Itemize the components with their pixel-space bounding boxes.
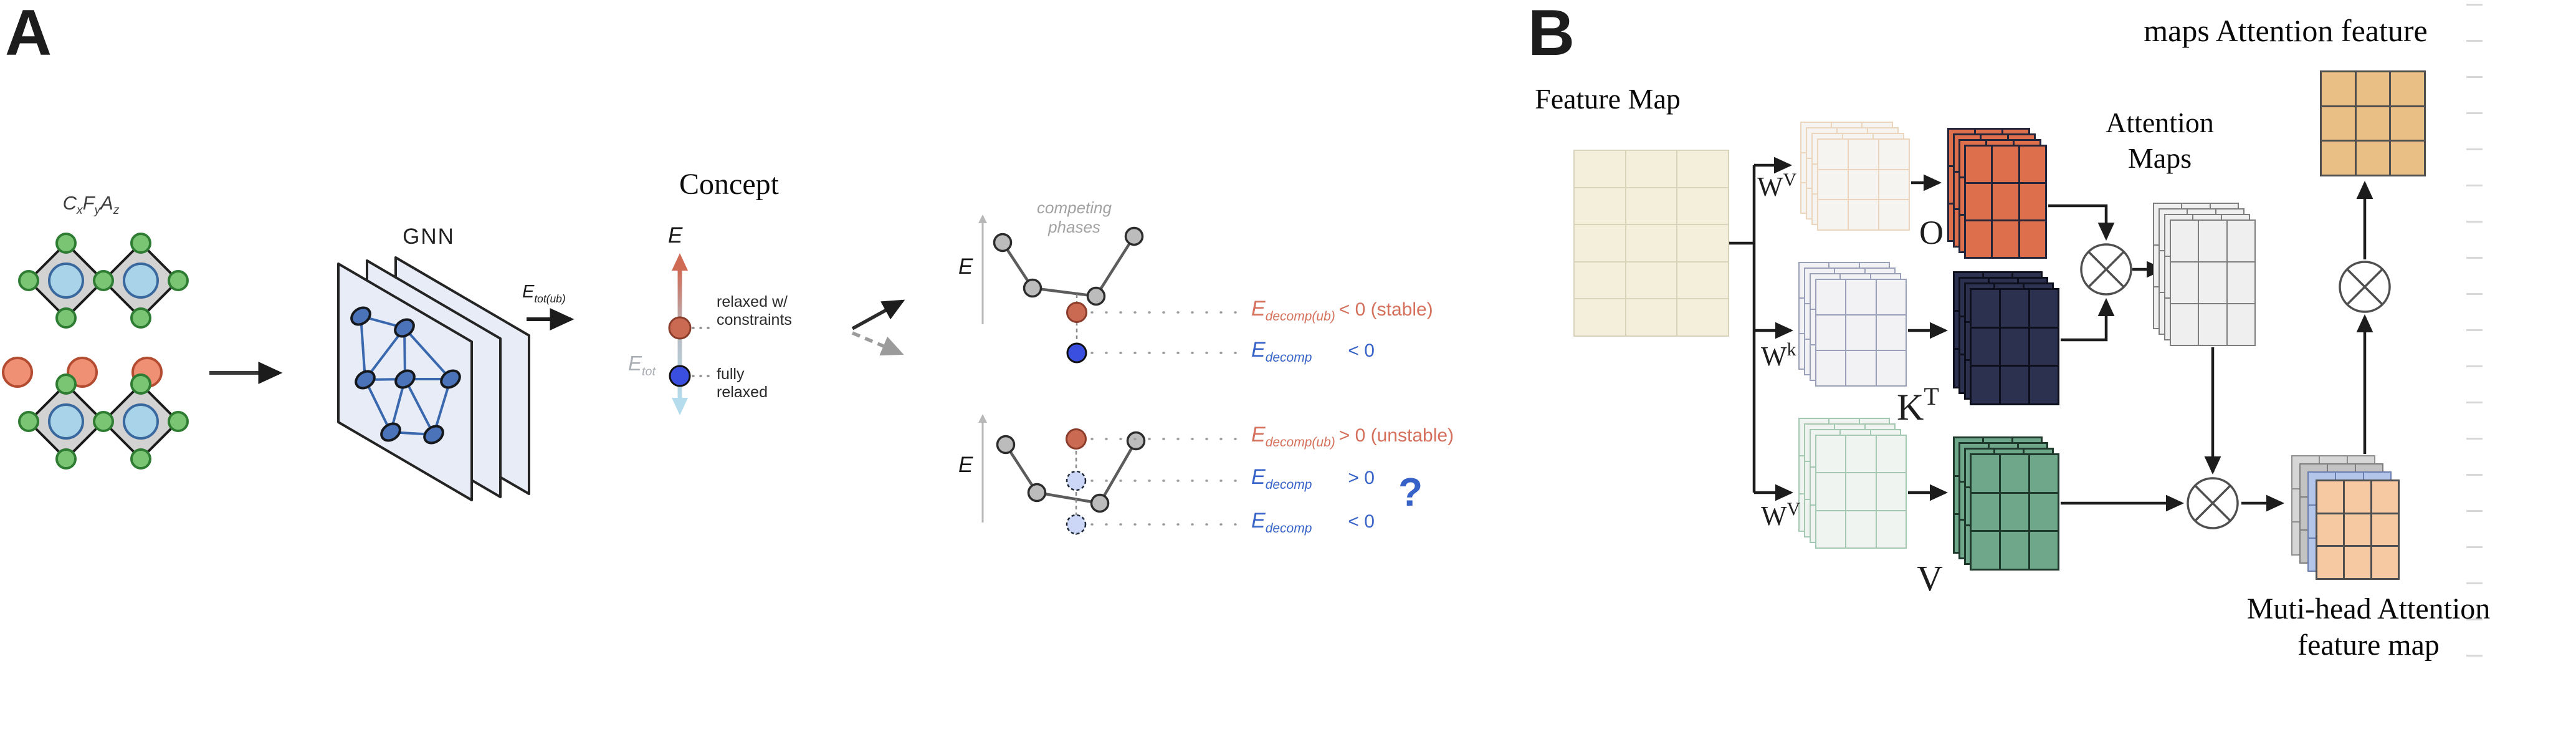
value-tensor-label: V — [1917, 558, 1943, 599]
unstable-lower-point — [1066, 514, 1087, 535]
unstable-mid-point — [1066, 470, 1087, 491]
blue-atoms — [48, 263, 159, 440]
stable-upper-point — [1066, 302, 1087, 323]
query-tensor-stack — [1947, 128, 2047, 259]
panel-b-connectors — [1729, 157, 2373, 512]
gnn-layer-stack — [337, 256, 530, 501]
stable-lower-point — [1066, 342, 1087, 364]
uncertainty-question-mark: ? — [1398, 470, 1423, 514]
matmul-operator-icon — [2187, 477, 2239, 529]
panel-b-label: B — [1528, 0, 1577, 69]
unstable-axis-label: E — [958, 453, 973, 477]
stable-upper-energy-label: Edecomp(ub)< 0 (stable) — [1251, 297, 1433, 324]
gnn-title: GNN — [403, 224, 455, 249]
concept-energy-axis — [668, 253, 715, 415]
arrow-solid-branch — [851, 299, 905, 330]
matmul-operator-icon — [2080, 243, 2132, 296]
energy-axis-label: E — [668, 223, 683, 248]
stable-axis-label: E — [958, 254, 973, 279]
stable-hull-diagram — [978, 214, 1247, 364]
green-atoms — [18, 233, 189, 470]
matmul-operator-icon — [2339, 261, 2391, 313]
key-transpose-tensor-stack — [1953, 271, 2059, 405]
query-projection-stack — [1800, 122, 1910, 231]
concept-title: Concept — [679, 168, 779, 201]
weight-value-label: WV — [1761, 499, 1801, 531]
feature-map-title: Feature Map — [1535, 83, 1681, 115]
attention-feature-output-grid — [2320, 70, 2426, 176]
crystal-formula: CxFyAz — [62, 192, 120, 217]
multihead-attention-stack — [2291, 455, 2400, 580]
crystal-structure — [2, 233, 189, 470]
unstable-upper-point — [1066, 428, 1087, 450]
axis-down-arrowhead — [672, 398, 688, 415]
graph-nodes — [350, 306, 461, 445]
arrow-dashed-branch — [851, 331, 904, 356]
etot-label: Etot — [628, 352, 656, 378]
attention-feature-maps-title: maps Attention feature — [2144, 13, 2428, 48]
panel-a-label: A — [5, 0, 54, 69]
feature-map-grid — [1573, 150, 1729, 337]
key-projection-stack — [1798, 262, 1907, 387]
value-tensor-stack — [1953, 436, 2059, 571]
unstable-mid-energy-label: Edecomp> 0 — [1251, 465, 1375, 492]
key-transpose-label: KT — [1897, 382, 1939, 428]
weight-key-label: Wk — [1761, 339, 1796, 372]
unstable-hull-diagram — [978, 414, 1247, 535]
unstable-upper-energy-label: Edecomp(ub)> 0 (unstable) — [1251, 423, 1454, 450]
value-projection-stack — [1798, 418, 1907, 549]
axis-up-arrowhead — [672, 253, 688, 271]
unstable-lower-energy-label: Edecomp< 0 — [1251, 509, 1375, 536]
attention-maps-stack — [2153, 203, 2256, 346]
stable-lower-energy-label: Edecomp< 0 — [1251, 338, 1375, 365]
weight-query-label: WV — [1757, 170, 1797, 202]
query-tensor-label: O — [1919, 214, 1944, 251]
etot-ub-label: Etot(ub) — [522, 282, 566, 305]
matmul-operator-icons — [2080, 243, 2391, 529]
fully-relaxed-point — [669, 365, 691, 387]
relaxed-constrained-point — [668, 316, 692, 340]
relaxed-constrained-label: relaxed w/constraints — [717, 293, 792, 329]
